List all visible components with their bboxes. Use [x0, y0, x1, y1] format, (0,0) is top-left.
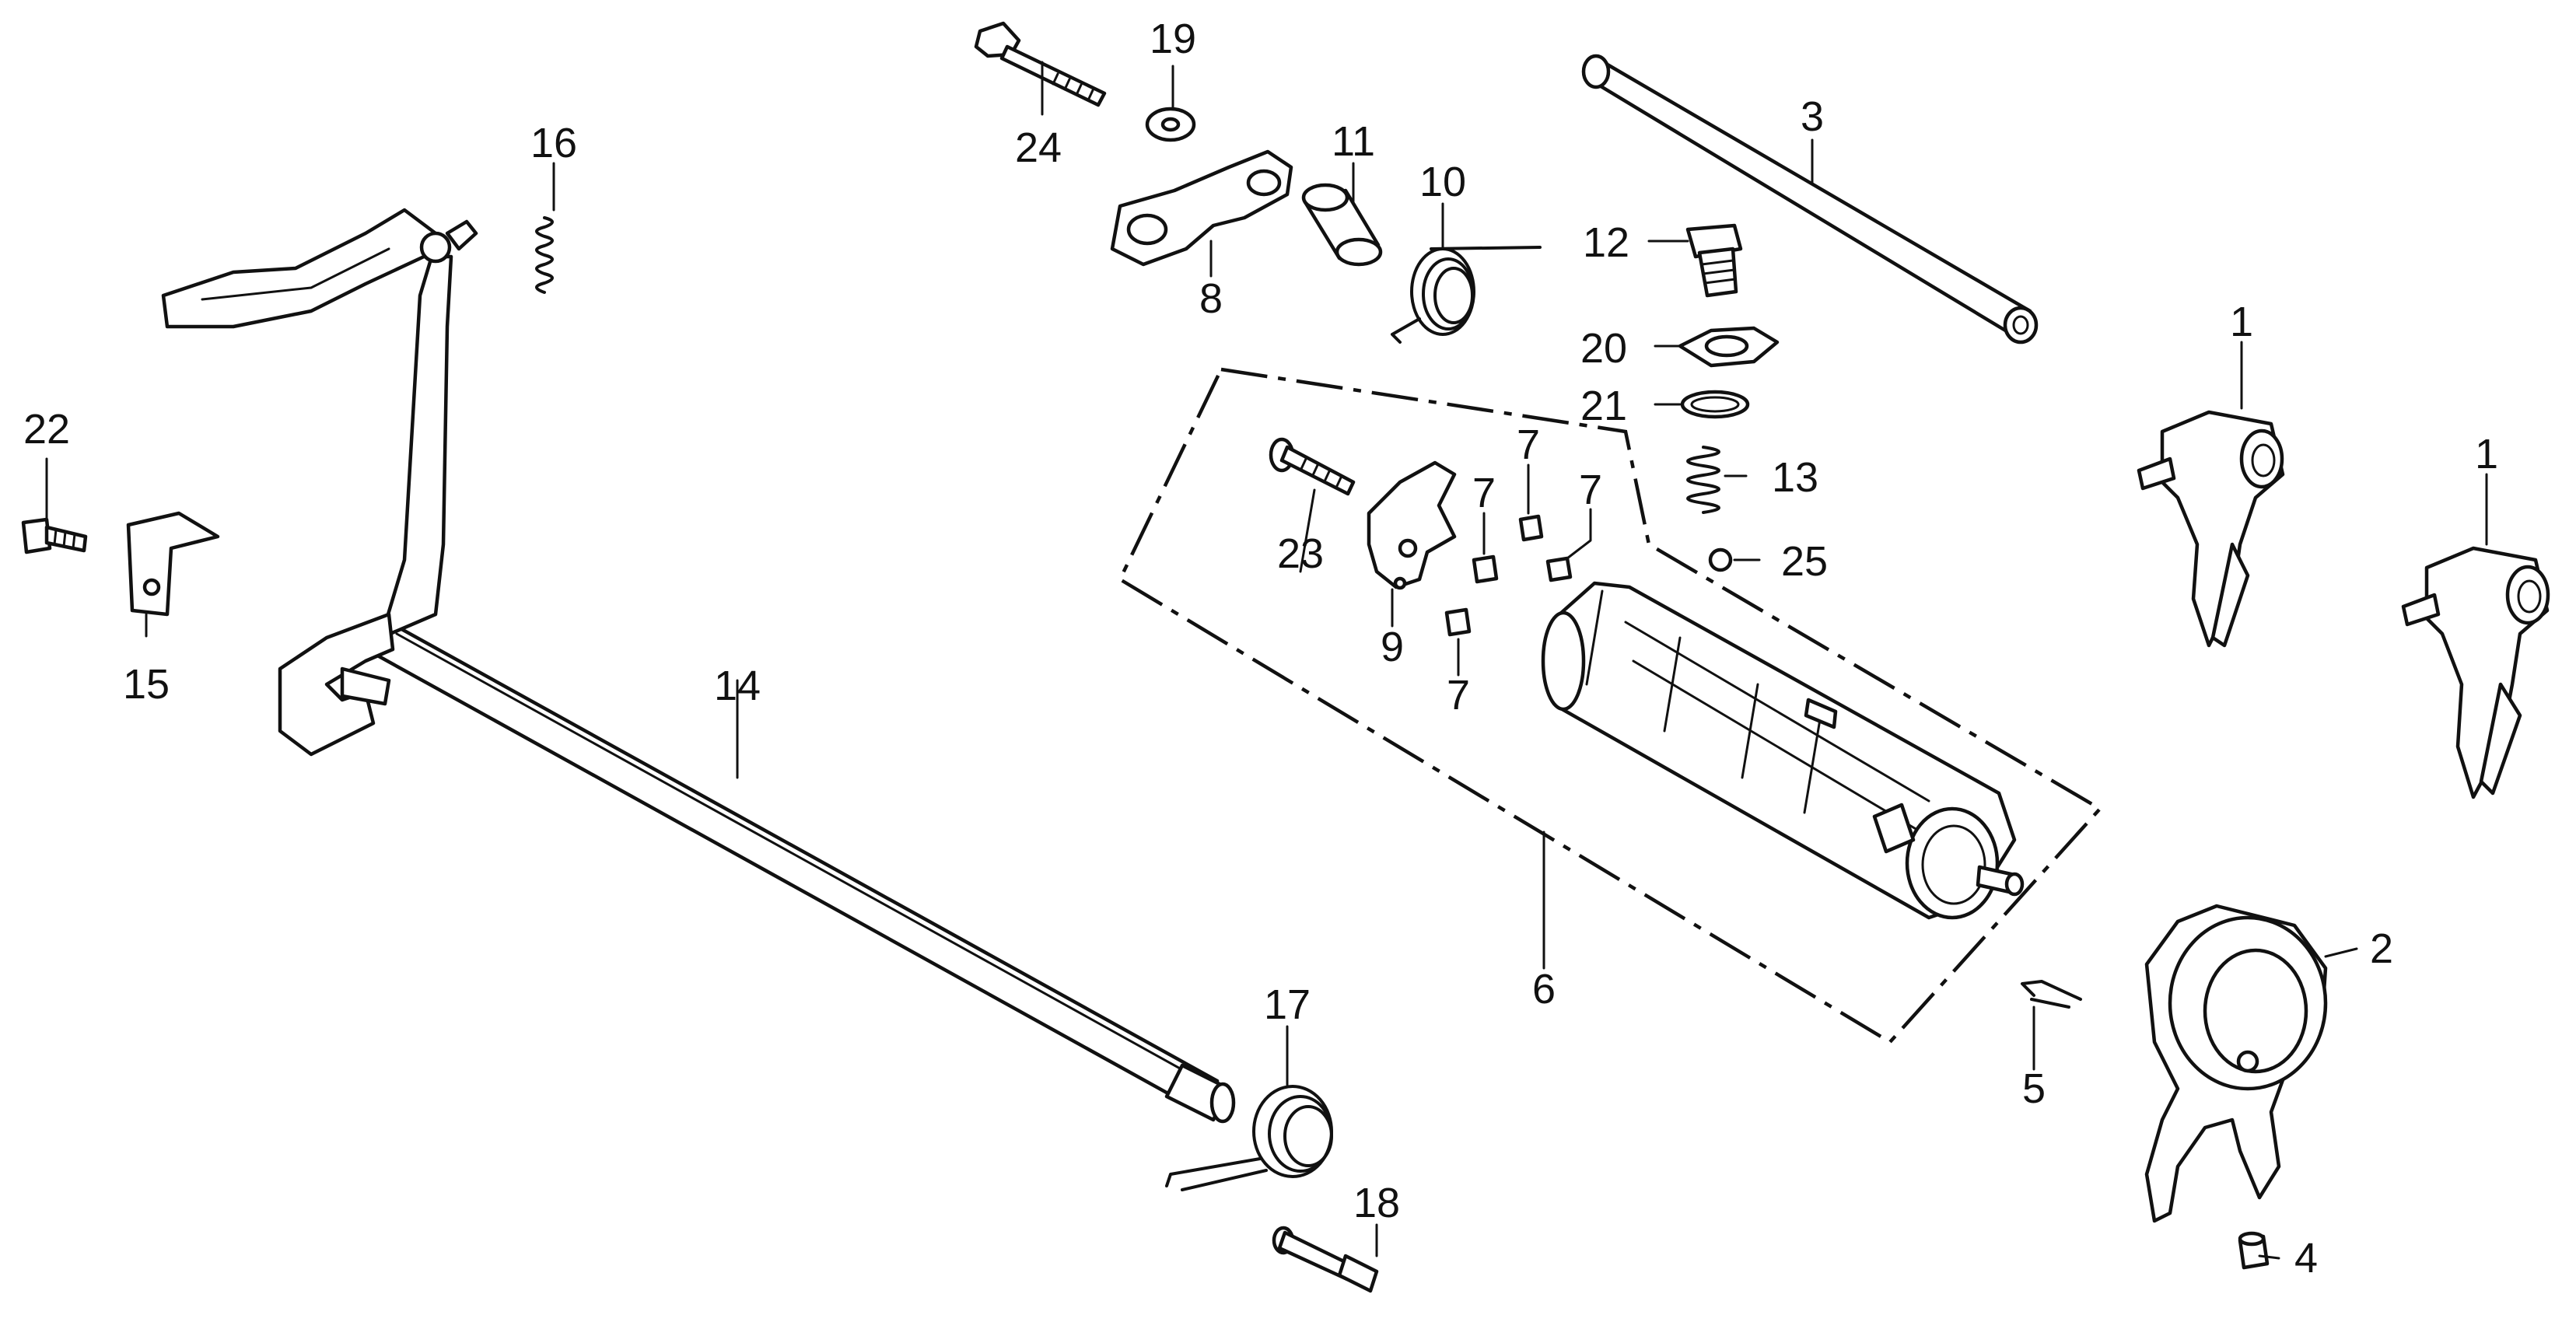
pin-bolt-18-part	[1272, 1226, 1379, 1293]
callout-21: 21	[1580, 383, 1627, 429]
callout-25: 25	[1781, 538, 1828, 585]
callout-6: 6	[1532, 966, 1556, 1012]
callout-3: 3	[1801, 93, 1824, 140]
callout-17: 17	[1264, 981, 1311, 1028]
callout-8: 8	[1199, 275, 1223, 322]
callout-16: 16	[530, 120, 577, 166]
callout-24: 24	[1015, 124, 1062, 171]
callout-labels: 1 1 2 3 4 5 6 7 7 7 7 8 9 10 11 12 13 14…	[23, 16, 2498, 1282]
callout-14: 14	[714, 663, 761, 709]
callout-18: 18	[1353, 1180, 1400, 1226]
shift-fork-2-part	[2144, 904, 2328, 1223]
spring-13-part	[1686, 446, 1720, 514]
callout-10: 10	[1419, 159, 1466, 205]
bolt-22-part	[21, 517, 88, 554]
screw-23-part	[1269, 437, 1356, 496]
callout-1b: 1	[2475, 431, 2498, 477]
stopper-plate-9-part	[1367, 460, 1457, 590]
ball-25-part	[1708, 547, 1733, 572]
pin-7-parts	[1444, 514, 1573, 637]
shift-fork-1a-part	[2137, 410, 2285, 648]
assembly-6-group-box	[1118, 367, 2103, 1044]
callout-19: 19	[1150, 16, 1196, 62]
callout-7c: 7	[1579, 467, 1602, 513]
gearshift-spindle-part	[161, 208, 1236, 1124]
callout-5: 5	[2022, 1065, 2046, 1112]
bolt-24-part	[974, 21, 1107, 107]
callout-22: 22	[23, 406, 70, 453]
callout-2: 2	[2370, 925, 2393, 972]
shift-drum-6-part	[1541, 581, 2025, 920]
bracket-15-part	[126, 511, 220, 617]
guide-pin-4-part	[2238, 1231, 2270, 1270]
return-spring-10-part	[1391, 246, 1542, 344]
callout-1a: 1	[2230, 299, 2253, 345]
callout-20: 20	[1580, 325, 1627, 372]
callout-15: 15	[123, 661, 170, 708]
plug-bolt-12-part	[1685, 223, 1743, 298]
o-ring-21-part	[1680, 390, 1750, 419]
fork-shaft-3-part	[1581, 54, 2039, 344]
callout-4: 4	[2294, 1235, 2318, 1282]
callout-7d: 7	[1447, 672, 1470, 719]
leader-lines	[45, 61, 2488, 1260]
callout-13: 13	[1772, 454, 1818, 501]
washer-19-part	[1145, 107, 1196, 142]
shift-fork-1b-part	[2401, 546, 2550, 799]
callout-23: 23	[1277, 530, 1324, 577]
spring-16-part	[535, 216, 554, 294]
callout-12: 12	[1583, 219, 1629, 266]
callout-7b: 7	[1472, 470, 1496, 516]
cotter-pin-5-part	[2021, 980, 2082, 1009]
callout-11: 11	[1332, 118, 1375, 165]
callout-7a: 7	[1517, 421, 1540, 468]
gasket-20-part	[1678, 326, 1780, 368]
callout-9: 9	[1381, 624, 1404, 670]
stopper-arm-8-part	[1110, 149, 1293, 267]
collar-11-part	[1301, 183, 1383, 267]
torsion-spring-17-part	[1165, 1085, 1333, 1191]
